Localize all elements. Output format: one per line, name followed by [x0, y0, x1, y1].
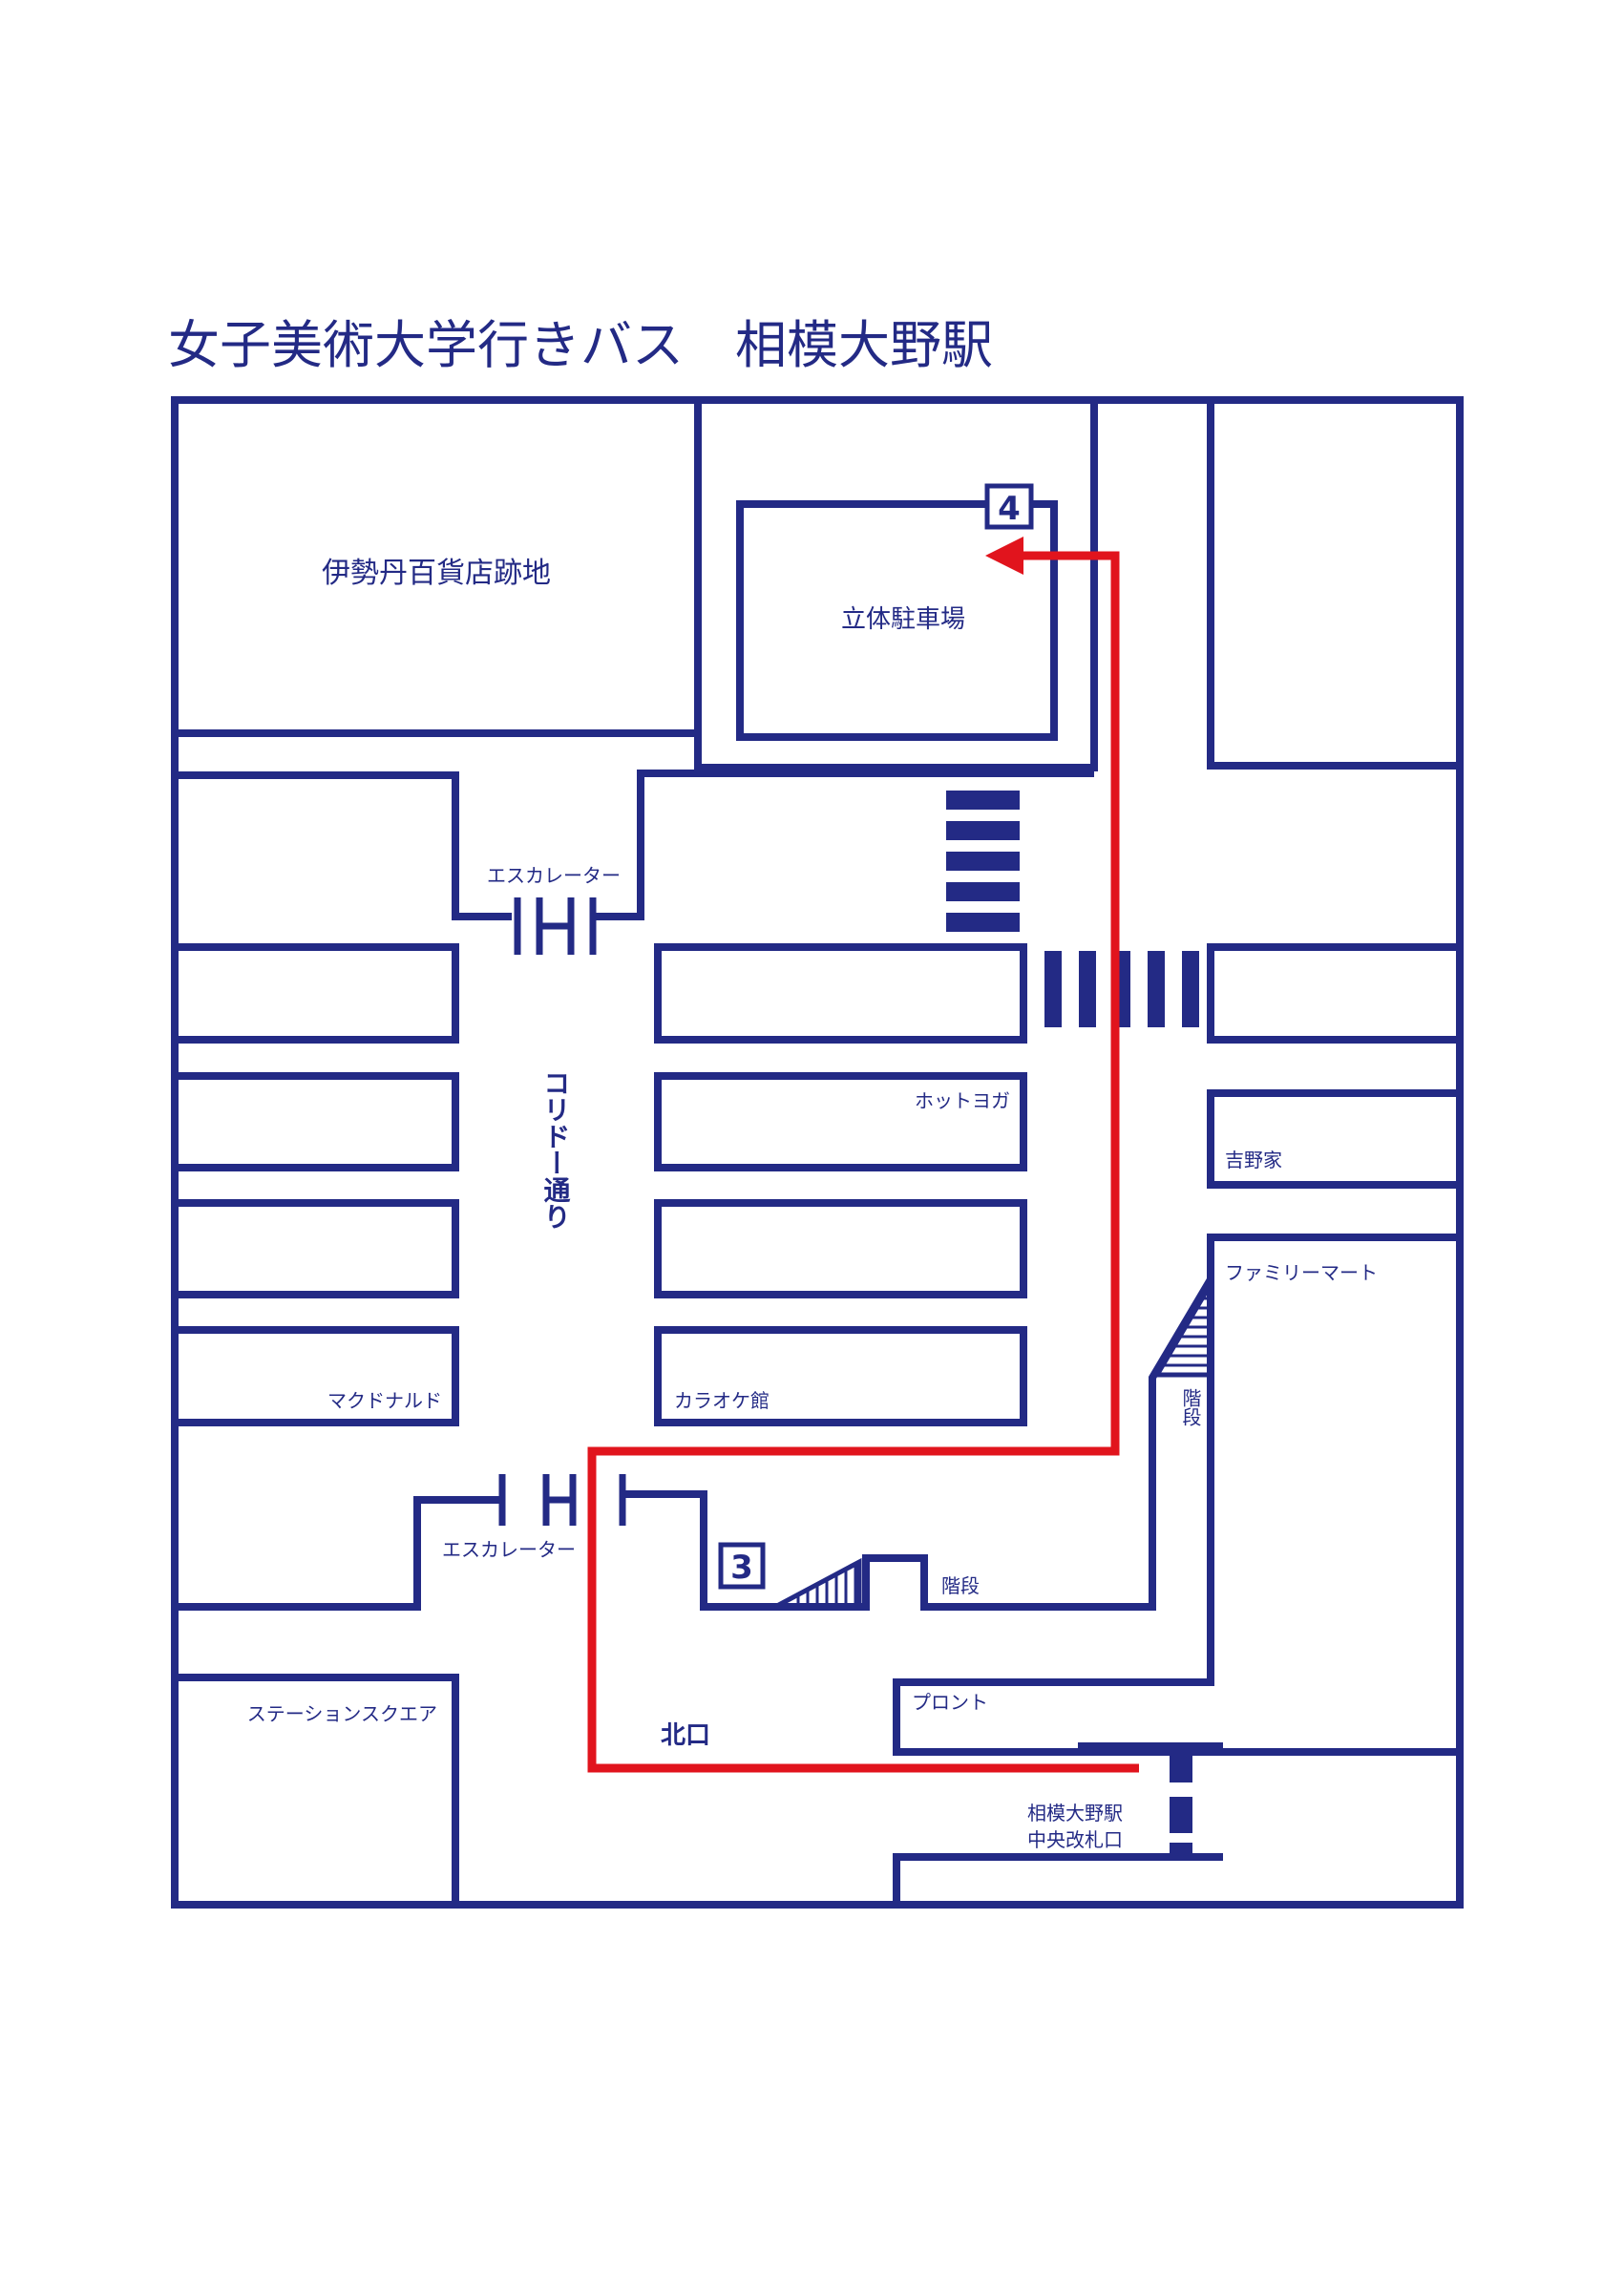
right-block-1: [1207, 943, 1464, 1044]
escalator-bottom-label: エスカレーター: [442, 1538, 576, 1561]
corridor-street-label: コリドー通り: [540, 1069, 572, 1230]
escalator-icon-bottom: [498, 1474, 626, 1526]
pronto-label: プロント: [912, 1691, 988, 1714]
karaoke-label: カラオケ館: [674, 1389, 770, 1412]
karaoke-block: [654, 1326, 1027, 1426]
page-title: 女子美術大学行きバス 相模大野駅: [168, 315, 993, 375]
left-block-3: [171, 1199, 459, 1298]
mid-center-upper-edge: [593, 770, 1094, 920]
hot-yoga-block: [654, 1072, 1027, 1171]
familymart-label: ファミリーマート: [1225, 1261, 1378, 1284]
escalator-icon-top: [514, 897, 597, 955]
station-square-block: [175, 1674, 459, 1905]
gate-area-edge: [893, 1853, 1223, 1905]
stairs-area-edge: [622, 1276, 1214, 1611]
isetan-site-label: 伊勢丹百貨店跡地: [322, 557, 551, 590]
mid-left-upper-edge: [175, 771, 512, 920]
left-block-1: [171, 943, 459, 1044]
gate-label-line1: 相模大野駅: [1027, 1802, 1123, 1825]
top-right-block: [1207, 396, 1464, 770]
parking-block: [736, 500, 1058, 741]
escalator-top-label: エスカレーター: [487, 864, 621, 887]
familymart-block: [893, 1234, 1460, 1756]
route-arrow-icon: [985, 537, 1023, 575]
crosswalk-icon-horizontal: [1044, 951, 1199, 1027]
yoshinoya-label: 吉野家: [1225, 1149, 1282, 1171]
station-square-label: ステーションスクエア: [247, 1702, 437, 1725]
north-exit-label: 北口: [661, 1721, 710, 1750]
walking-route: [587, 551, 1139, 1773]
left-block-2: [171, 1072, 459, 1171]
bus-stop-4-number: 4: [998, 490, 1021, 528]
bus-stop-3: 3: [718, 1542, 766, 1590]
bus-stop-4: 4: [984, 483, 1034, 530]
crosswalk-icon-vertical: [946, 791, 1020, 932]
mcdonalds-block: [171, 1326, 459, 1426]
stairs-icon-right: [1152, 1275, 1213, 1378]
stairs-right-label: 階段: [1179, 1388, 1202, 1426]
top-middle-block: [694, 400, 1098, 771]
lower-left-edge: [175, 1496, 499, 1611]
ticket-gate-icon: [1170, 1746, 1192, 1856]
center-block-3: [654, 1199, 1027, 1298]
center-block-1: [654, 943, 1027, 1044]
parking-label: 立体駐車場: [841, 605, 965, 634]
yoshinoya-block: [1207, 1089, 1464, 1189]
gate-label-line2: 中央改札口: [1027, 1828, 1123, 1851]
stairs-icon-bottom: [773, 1557, 862, 1610]
mcdonalds-label: マクドナルド: [327, 1389, 442, 1412]
stairs-bottom-label: 階段: [941, 1574, 980, 1597]
bus-stop-3-number: 3: [730, 1549, 753, 1587]
hot-yoga-label: ホットヨガ: [915, 1089, 1010, 1112]
